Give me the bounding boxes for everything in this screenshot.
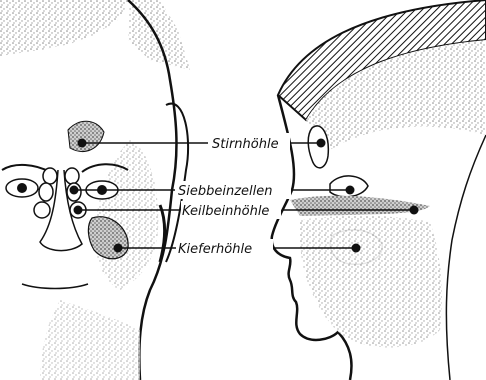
dot-kieferhoehle-front xyxy=(114,244,123,253)
dot-keilbeinhoehle-front xyxy=(74,206,83,215)
left-eyebrow xyxy=(2,165,50,172)
label-siebbeinzellen: Siebbeinzellen xyxy=(178,184,273,199)
label-kieferhoehle: Kieferhöhle xyxy=(178,242,252,257)
left-pupil xyxy=(17,183,27,193)
dot-siebbeinzellen-front xyxy=(70,186,79,195)
stirnhoehle-shape-profile xyxy=(308,126,328,168)
dot-keilbeinhoehle-profile xyxy=(410,206,419,215)
dot-siebbeinzellen-profile xyxy=(346,186,355,195)
dot-stirnhoehle-profile xyxy=(317,139,326,148)
front-neck-shading xyxy=(40,300,140,380)
front-mouth xyxy=(22,284,88,289)
front-hair xyxy=(0,0,130,56)
keilbeinhoehle-shape-profile xyxy=(290,196,430,216)
profile-pharynx-shading xyxy=(299,216,442,348)
label-keilbeinhoehle: Keilbeinhöhle xyxy=(182,204,269,219)
dot-kieferhoehle-profile xyxy=(352,244,361,253)
front-cheek-shading xyxy=(95,140,158,290)
label-stirnhoehle: Stirnhöhle xyxy=(212,137,279,152)
dot-stirnhoehle-front xyxy=(78,139,87,148)
profile-neck-line xyxy=(446,135,486,380)
stirnhoehle-shape-front xyxy=(68,121,104,151)
